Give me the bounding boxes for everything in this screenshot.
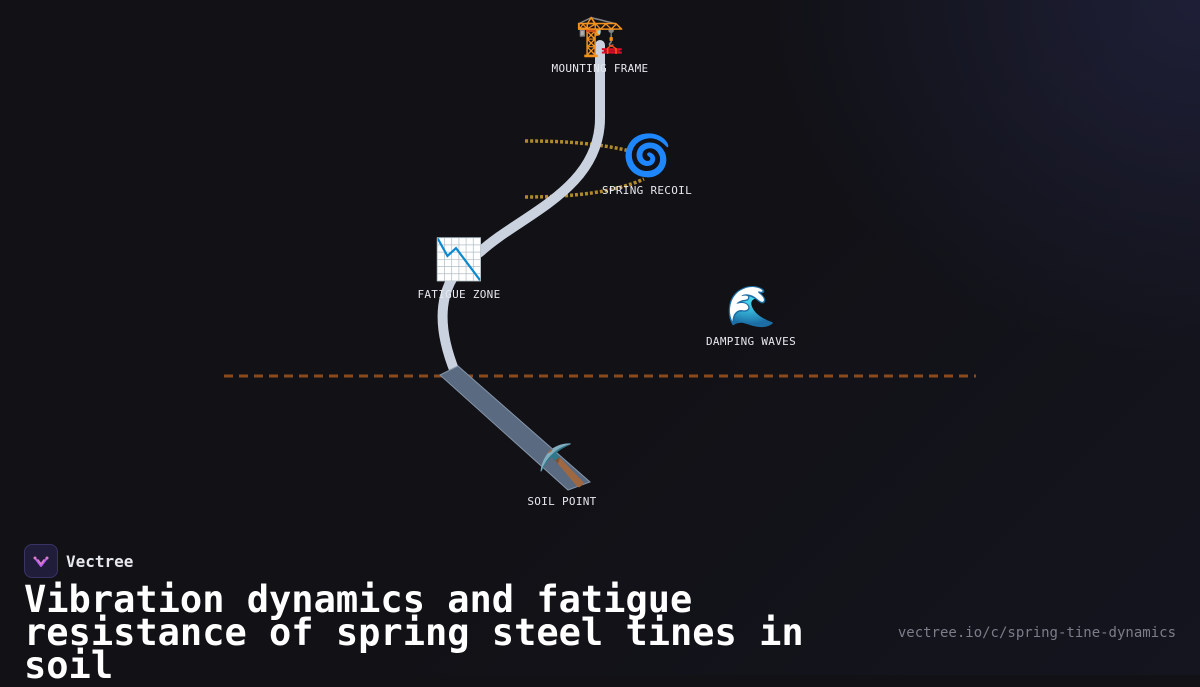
tine-point xyxy=(439,365,591,491)
damping-waves-label: DAMPING WAVES xyxy=(706,335,796,348)
fatigue-zone-label: FATIGUE ZONE xyxy=(417,288,501,301)
soil-point-label: SOIL POINT xyxy=(527,495,597,508)
spring-tine xyxy=(437,40,605,377)
chart-decreasing-icon: 📉 xyxy=(434,237,484,283)
brand-name: Vectree xyxy=(66,551,134,571)
recoil-line-lower xyxy=(524,177,645,199)
spring-recoil-label: SPRING RECOIL xyxy=(602,184,692,197)
mounting-frame-label: MOUNTING FRAME xyxy=(551,62,649,75)
vectree-logo-icon xyxy=(24,544,58,578)
construction-crane-icon: 🏗️ xyxy=(575,13,625,59)
recoil-line-upper xyxy=(524,139,631,153)
source-url[interactable]: vectree.io/c/spring-tine-dynamics xyxy=(897,625,1176,641)
pick-icon: ⛏️ xyxy=(537,443,587,489)
water-wave-icon: 🌊 xyxy=(726,284,776,330)
cyclone-icon: 🌀 xyxy=(622,133,672,179)
page-title: Vibration dynamics and fatigue resistanc… xyxy=(24,578,804,687)
brand: Vectree xyxy=(24,544,133,578)
